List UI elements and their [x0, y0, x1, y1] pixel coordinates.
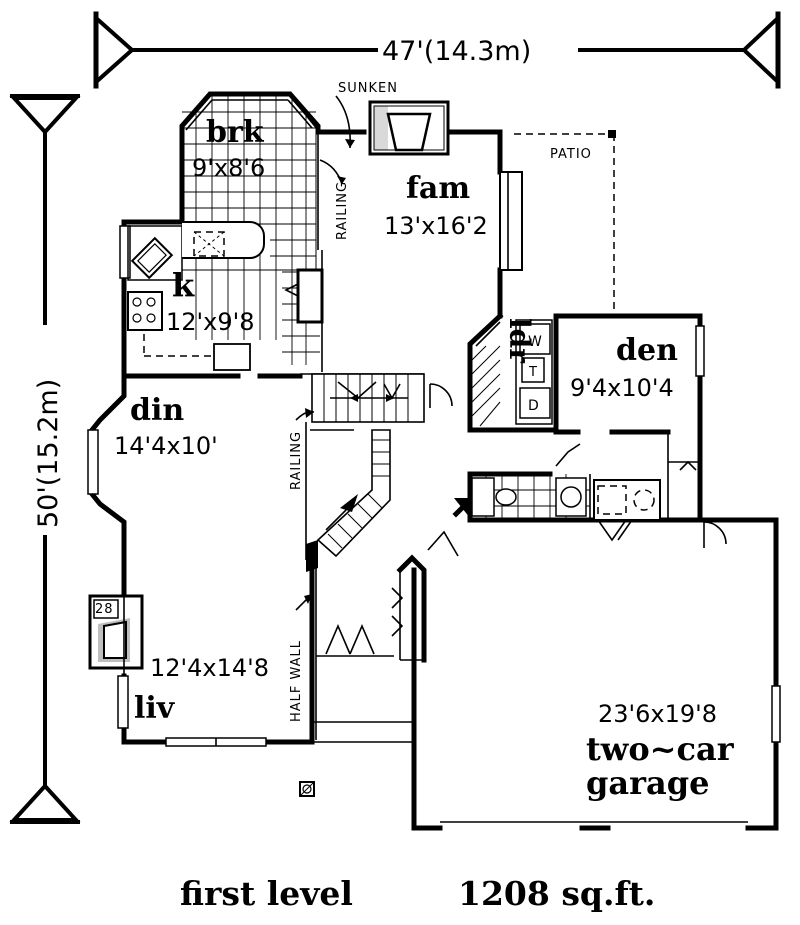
- room-liv-size: 12'4x14'8: [150, 654, 269, 682]
- room-liv-name: liv: [134, 691, 176, 726]
- room-garage-name-line2: garage: [586, 764, 709, 802]
- walls: [87, 91, 781, 831]
- room-garage-size: 23'6x19'8: [598, 700, 717, 728]
- room-ldr: ldr W T D: [503, 318, 542, 414]
- room-fam-size: 13'x16'2: [384, 212, 488, 240]
- railing-upper-label: RAILING: [335, 181, 350, 240]
- room-brk-name: brk: [206, 115, 265, 150]
- railing-lower-label: RAILING: [289, 431, 304, 490]
- room-fam: fam 13'x16'2: [384, 171, 488, 240]
- dryer-label: D: [528, 398, 539, 414]
- tub-label: T: [528, 365, 537, 380]
- room-den: den 9'4x10'4: [570, 333, 678, 402]
- width-dimension: 47'(14.3m): [93, 11, 781, 89]
- room-garage-name-line1: two~car: [586, 730, 735, 768]
- room-k-name: k: [172, 266, 195, 304]
- washer-label: W: [528, 334, 542, 350]
- room-ldr-name: ldr: [503, 318, 536, 364]
- patio-label: PATIO: [550, 147, 592, 162]
- plan-footer: first level 1208 sq.ft.: [180, 874, 655, 913]
- depth-dimension: 50'(15.2m): [9, 94, 81, 824]
- depth-dimension-label: 50'(15.2m): [33, 379, 64, 528]
- sunken-label: SUNKEN: [338, 81, 398, 96]
- room-den-size: 9'4x10'4: [570, 374, 674, 402]
- room-k-size: 12'x9'8: [166, 308, 254, 336]
- room-liv: 12'4x14'8 liv: [134, 654, 269, 726]
- room-k: k 12'x9'8: [166, 266, 254, 336]
- room-brk: brk 9'x8'6: [192, 115, 265, 182]
- area-label: 1208 sq.ft.: [458, 874, 655, 913]
- room-garage: 23'6x19'8 two~car garage: [586, 700, 735, 802]
- room-din-size: 14'4x10': [114, 432, 218, 460]
- half-wall-label: HALF WALL: [289, 640, 304, 722]
- fireplace-tag: 28: [95, 602, 114, 617]
- width-dimension-label: 47'(14.3m): [382, 36, 531, 67]
- room-fam-name: fam: [406, 171, 470, 206]
- room-din: din 14'4x10': [114, 393, 218, 460]
- room-din-name: din: [130, 393, 184, 428]
- room-brk-size: 9'x8'6: [192, 154, 265, 182]
- room-den-name: den: [616, 333, 678, 368]
- level-label: first level: [180, 874, 353, 913]
- stairs: [305, 373, 425, 572]
